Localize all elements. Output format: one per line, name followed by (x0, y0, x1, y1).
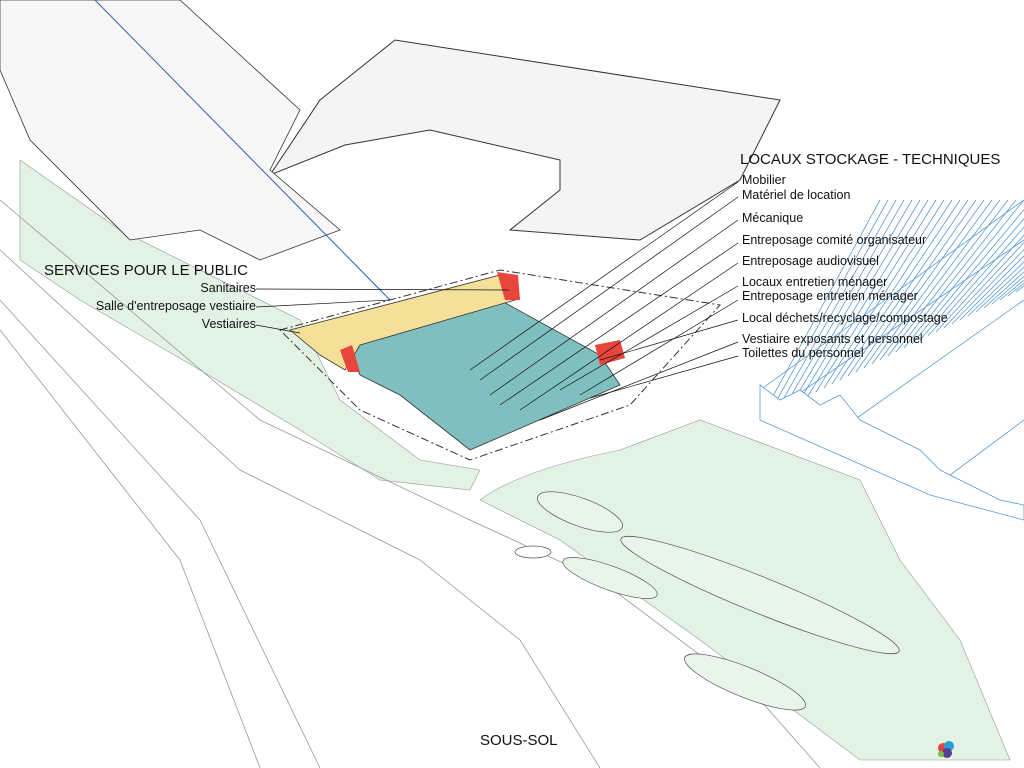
label-toilettes: Toilettes du personnel (742, 346, 864, 360)
greenhouse-hatch-line (983, 271, 1024, 309)
greenhouse-hatch-line (991, 275, 1024, 305)
greenhouse-hatch-line (791, 199, 913, 405)
label-entretien: Locaux entretien ménager (742, 275, 888, 289)
logo (935, 738, 1020, 762)
locaux-heading: LOCAUX STOCKAGE - TECHNIQUES (740, 151, 1001, 168)
sanitary-zone-2 (340, 345, 360, 372)
greenhouse-hatch-line (975, 266, 1024, 313)
label-salle-entreposage: Salle d'entreposage vestiaire (95, 299, 256, 313)
greenhouse-hatch-line (951, 249, 1024, 325)
greenhouse-hatch-line (967, 261, 1024, 317)
storage-zone (344, 299, 621, 451)
greenhouse-hatch-line (855, 199, 977, 373)
flowerbeds (514, 491, 900, 711)
services-heading: SERVICES POUR LE PUBLIC (44, 262, 248, 279)
greenhouse-hatch-line (759, 199, 881, 421)
label-mobilier: Mobilier (742, 173, 786, 187)
greenhouse-hatch-line (831, 199, 953, 385)
sanitary-zone-3 (595, 340, 625, 365)
greenhouse-hatch-line (799, 199, 921, 401)
greenhouse-hatch-line (959, 255, 1024, 321)
greenhouse-hatch-line (935, 234, 1024, 333)
greenhouse-hatch-line (815, 199, 937, 393)
building-outline (279, 269, 721, 461)
greenhouse-hatch-line (839, 199, 961, 381)
greenhouse-hatch-line (943, 242, 1024, 329)
green-lawn-left (19, 159, 481, 491)
logo-icon (938, 741, 954, 758)
label-mecanique: Mécanique (742, 211, 804, 225)
greenhouse-hatch-line (999, 279, 1024, 301)
label-comite: Entreposage comité organisateur (742, 233, 927, 247)
label-materiel: Matériel de location (742, 188, 851, 202)
floor-title: SOUS-SOL (480, 732, 558, 749)
greenhouse-hatch-line (871, 199, 993, 365)
existing-building-left (0, 0, 341, 261)
leader-lines (255, 181, 739, 421)
greenhouse-hatch-line (847, 199, 969, 377)
greenhouse-hatch-line (927, 226, 1024, 337)
property-line (94, 0, 391, 301)
label-vestiaire-exposants: Vestiaire exposants et personnel (742, 332, 923, 346)
label-entreposage-entretien: Entreposage entretien ménager (742, 289, 918, 303)
greenhouse-hatch-line (911, 208, 1024, 345)
sanitary-zone-1 (497, 272, 520, 300)
greenhouse-hatch-line (767, 199, 889, 417)
greenhouse-hatch-line (775, 199, 897, 413)
greenhouses (759, 199, 1024, 521)
greenhouse-hatch-line (887, 199, 1009, 357)
greenhouse-hatch-line (919, 218, 1024, 341)
existing-building-top (268, 39, 781, 241)
label-audiovisuel: Entreposage audiovisuel (742, 254, 879, 268)
greenhouse-hatch-line (807, 199, 929, 397)
greenhouse-hatch-line (879, 199, 1001, 361)
label-dechets: Local déchets/recyclage/compostage (742, 311, 948, 325)
greenhouse-hatch-line (823, 199, 945, 389)
label-vestiaires: Vestiaires (201, 317, 256, 331)
greenhouse-hatch-line (895, 199, 1017, 353)
greenhouse-hatch-line (783, 199, 905, 409)
greenhouse-hatch-line (903, 199, 1024, 349)
label-sanitaires: Sanitaires (200, 281, 256, 295)
greenhouse-hatch-line (863, 199, 985, 369)
